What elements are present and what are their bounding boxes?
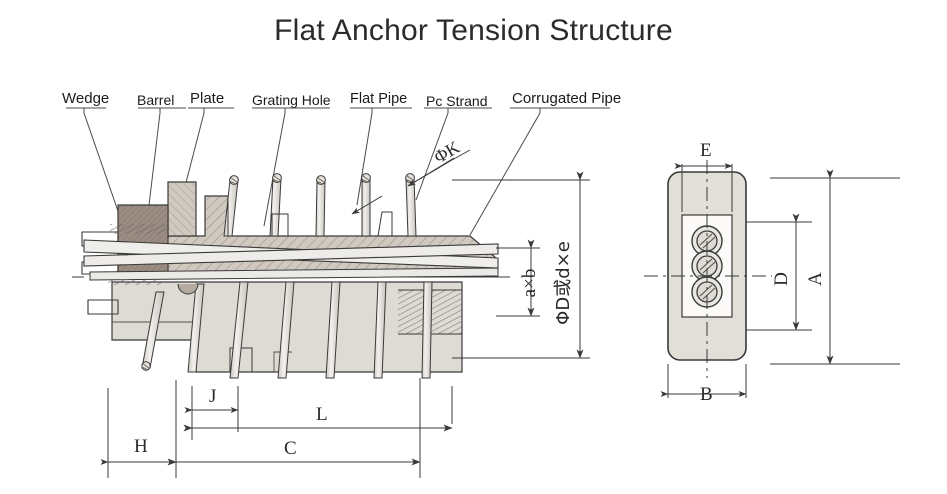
- callout-label-pc-strand: Pc Strand: [426, 93, 488, 109]
- dimension-label-l: L: [316, 404, 328, 425]
- dimension-label-c: C: [284, 438, 297, 459]
- grating-hole-detail: [177, 283, 199, 295]
- longitudinal-section-view: [72, 173, 510, 379]
- end-view-centre-lines: [644, 160, 772, 378]
- dimension-label-a-x-b: a×b: [519, 268, 540, 298]
- dimension-a: [770, 169, 900, 365]
- pc-strand-group-upper: [223, 173, 417, 237]
- callout-label-barrel: Barrel: [137, 92, 175, 108]
- plate-block-hatching: [168, 182, 196, 236]
- end-elevation-view: [644, 160, 900, 398]
- callout-label-corrugated-pipe: Corrugated Pipe: [512, 90, 622, 107]
- dimension-d: [746, 213, 812, 331]
- callout-label-flat-pipe: Flat Pipe: [350, 91, 408, 107]
- dimension-e: [674, 163, 733, 212]
- dimension-b: [660, 364, 747, 398]
- dimension-label-d: D: [771, 272, 792, 286]
- dimension-label-phi-d-or-d-x-e: ΦD或d×e: [553, 241, 574, 325]
- callout-label-plate: Plate: [190, 90, 225, 107]
- grating-hole-tabs: [204, 195, 393, 237]
- dimension-label-h: H: [134, 436, 148, 457]
- page-title: Flat Anchor Tension Structure: [274, 14, 673, 47]
- dimension-label-b: B: [700, 384, 713, 405]
- dimension-label-e: E: [700, 140, 712, 161]
- bottom-dimension-chain: [100, 378, 453, 478]
- dimension-phi-d-or-d-x-e: [452, 171, 590, 359]
- pc-strand-bundle: [83, 239, 499, 281]
- dimension-label-a-overall: A: [805, 272, 826, 286]
- dimension-a-x-b: [496, 239, 540, 317]
- pc-strand-group-lower: [141, 281, 433, 379]
- callout-label-grating-hole: Grating Hole: [252, 92, 331, 108]
- dimension-label-j: J: [209, 386, 217, 407]
- end-view-wedge-holes: [691, 225, 723, 308]
- dimension-phi-k: [351, 149, 471, 215]
- callout-label-wedge: Wedge: [62, 90, 110, 107]
